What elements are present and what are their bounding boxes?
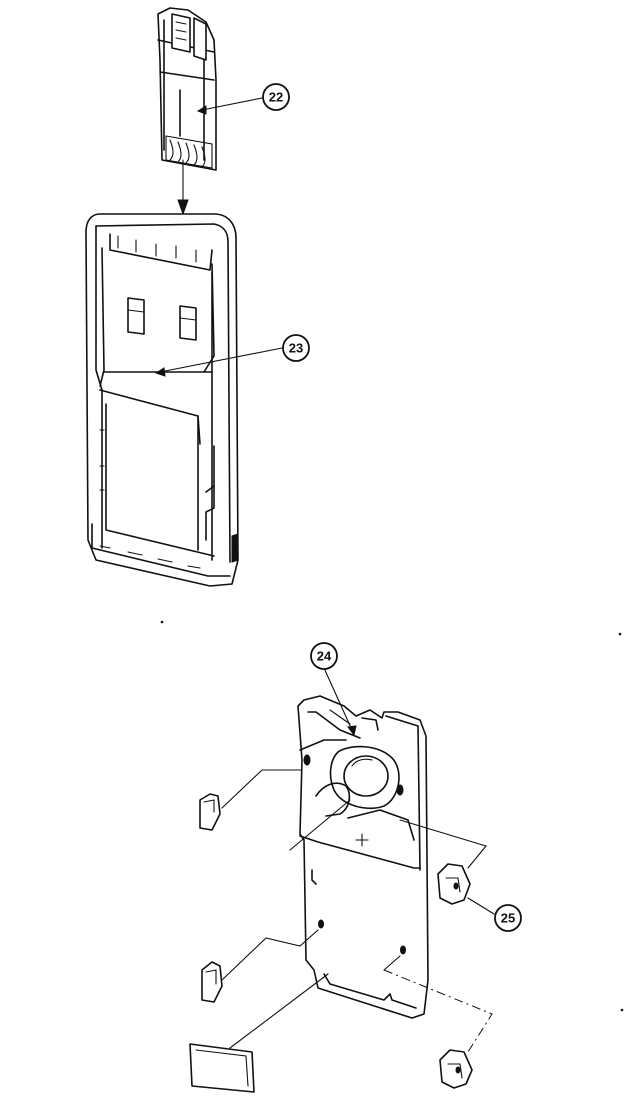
part-23-battery-case [85,213,239,587]
callout-24-label: 24 [317,649,332,664]
assembly-arrow [177,159,189,216]
leader-lines [154,97,495,915]
part-24-back-plate [297,695,429,1019]
callout-24: 24 [310,642,338,670]
part-25-clip-right-lower [439,1049,473,1089]
part-25-clip-upper-left [199,793,221,831]
assembly-guide-lines [221,769,493,1053]
part-25-clip-lower-left [201,961,223,1003]
callout-23-label: 23 [289,341,303,356]
part-25-clip-right-upper [437,863,471,905]
callout-25-label: 25 [501,911,515,926]
rubber-pad [189,1043,255,1093]
callout-25: 25 [494,904,522,932]
callout-22-label: 22 [269,90,283,105]
part-22-latch-clip [157,7,217,171]
scan-specks [160,620,624,1012]
callout-23: 23 [282,334,310,362]
callout-22: 22 [262,83,290,111]
